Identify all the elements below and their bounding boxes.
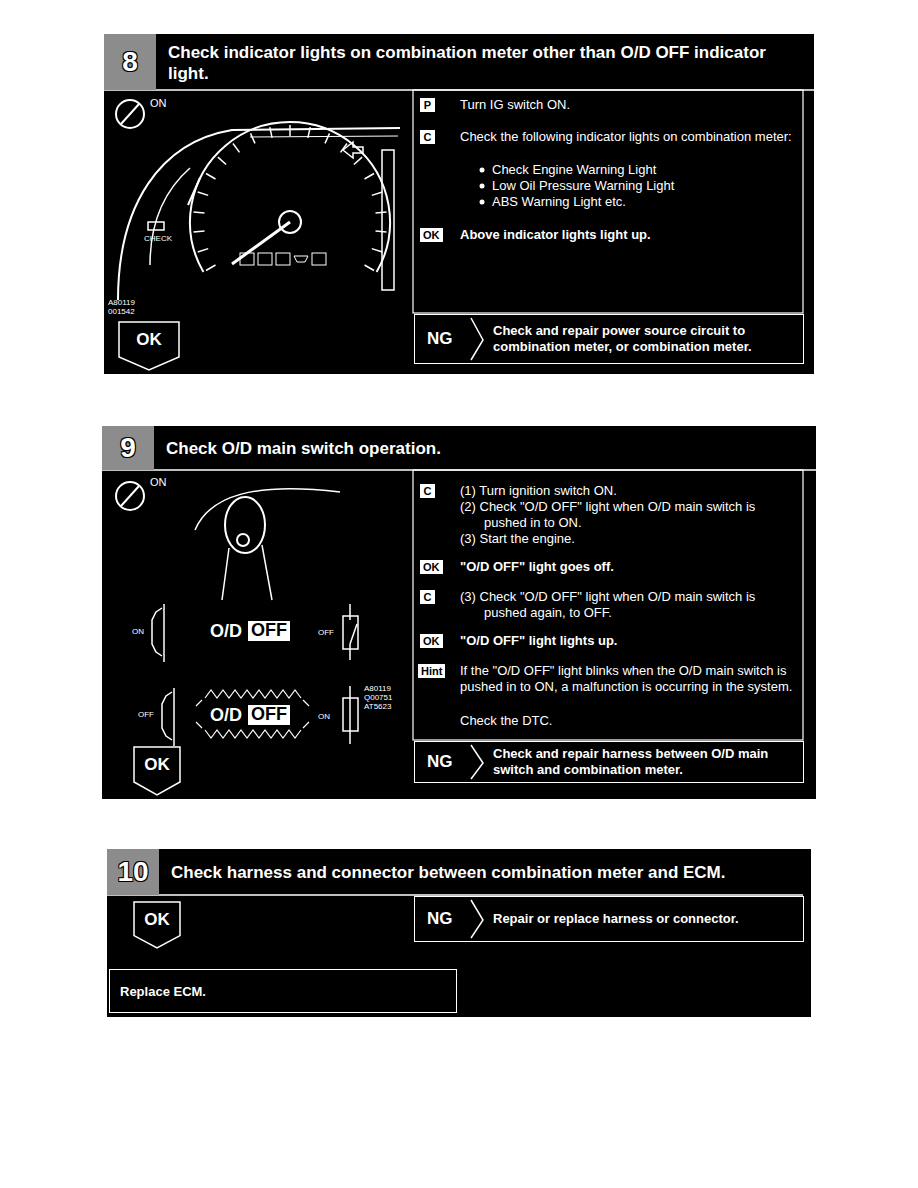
text: Check and repair power source circuit to… — [493, 323, 793, 355]
ok-tab: OK — [133, 746, 181, 796]
indicator-text: OFF — [248, 621, 290, 641]
step-tag: C — [420, 484, 435, 498]
step-tag: P — [420, 98, 435, 112]
ng-box: NG Repair or replace harness or connector… — [414, 896, 804, 942]
bullet-dots — [480, 168, 485, 205]
instruction: (2) Check "O/D OFF" light when O/D main … — [460, 499, 795, 531]
result: "O/D OFF" light lights up. — [460, 633, 790, 649]
text: Repair or replace harness or connector. — [493, 911, 793, 927]
switch-symbols — [152, 604, 358, 746]
switch-position: ON — [318, 712, 330, 722]
result: Above indicator lights light up. — [460, 227, 790, 243]
result-box: Replace ECM. — [109, 969, 457, 1013]
indicator-text: O/D — [210, 705, 242, 727]
step-panel: 9 Check O/D main switch operation. OK NG Che… — [101, 425, 817, 800]
figure-code: Q00751 — [364, 693, 392, 703]
step-number: 9 — [102, 426, 154, 470]
figure-code: A80119 — [108, 298, 135, 308]
switch-position: OFF — [138, 710, 154, 720]
step-title: Check O/D main switch operation. — [166, 438, 802, 459]
text: OK — [133, 755, 181, 775]
hint-text: If the "O/D OFF" light blinks when the O… — [460, 663, 798, 695]
indicator-text: O/D — [210, 621, 242, 643]
figure-code: A80119 — [364, 684, 391, 694]
text: Check and repair harness between O/D mai… — [493, 746, 793, 778]
step-tag: OK — [420, 560, 443, 574]
instruction: Turn IG switch ON. — [460, 97, 790, 113]
text: NG — [427, 329, 453, 349]
step-tag: C — [420, 130, 435, 144]
text: Replace ECM. — [120, 984, 206, 999]
text: OK — [133, 910, 181, 930]
instruction: (1) Turn ignition switch ON. — [460, 483, 795, 499]
shift-lever — [116, 482, 340, 600]
indicator-text: OFF — [248, 705, 290, 725]
text: OK — [118, 330, 180, 350]
step-title: Check indicator lights on combination me… — [168, 42, 800, 84]
combination-meter — [116, 100, 400, 300]
icon-caption: CHECK — [144, 234, 172, 244]
result: "O/D OFF" light goes off. — [460, 559, 790, 575]
step-tag: OK — [420, 634, 443, 648]
ng-box: NG Check and repair harness between O/D m… — [414, 741, 804, 783]
ok-tab: OK — [133, 901, 181, 949]
text: NG — [427, 752, 453, 772]
step-panel: 8 Check indicator lights on combination m… — [103, 33, 815, 375]
figure-code: AT5623 — [364, 702, 391, 712]
switch-position: ON — [150, 476, 167, 489]
instruction: (3) Start the engine. — [460, 531, 795, 547]
bullet-item: ABS Warning Light etc. — [492, 194, 792, 210]
step-tag: C — [420, 590, 435, 604]
step-tag: OK — [420, 228, 443, 242]
bullet-item: Check Engine Warning Light — [492, 162, 792, 178]
switch-position: OFF — [318, 628, 334, 638]
instruction: Check the following indicator lights on … — [460, 129, 795, 145]
instruction: (3) Check "O/D OFF" light when O/D main … — [460, 589, 795, 621]
figure-code: 001542 — [108, 307, 135, 317]
switch-position: ON — [132, 627, 144, 637]
hint-text: Check the DTC. — [460, 713, 790, 729]
hint-tag: Hint — [418, 664, 445, 678]
step-panel: 10 Check harness and connector between co… — [106, 848, 812, 1018]
switch-position: ON — [150, 97, 167, 110]
bullet-item: Low Oil Pressure Warning Light — [492, 178, 792, 194]
ng-box: NG Check and repair power source circuit … — [414, 314, 804, 364]
ok-tab: OK — [118, 321, 180, 371]
step-number: 8 — [104, 34, 156, 90]
step-title: Check harness and connector between comb… — [171, 862, 797, 883]
step-number: 10 — [107, 849, 159, 895]
text: NG — [427, 909, 453, 929]
